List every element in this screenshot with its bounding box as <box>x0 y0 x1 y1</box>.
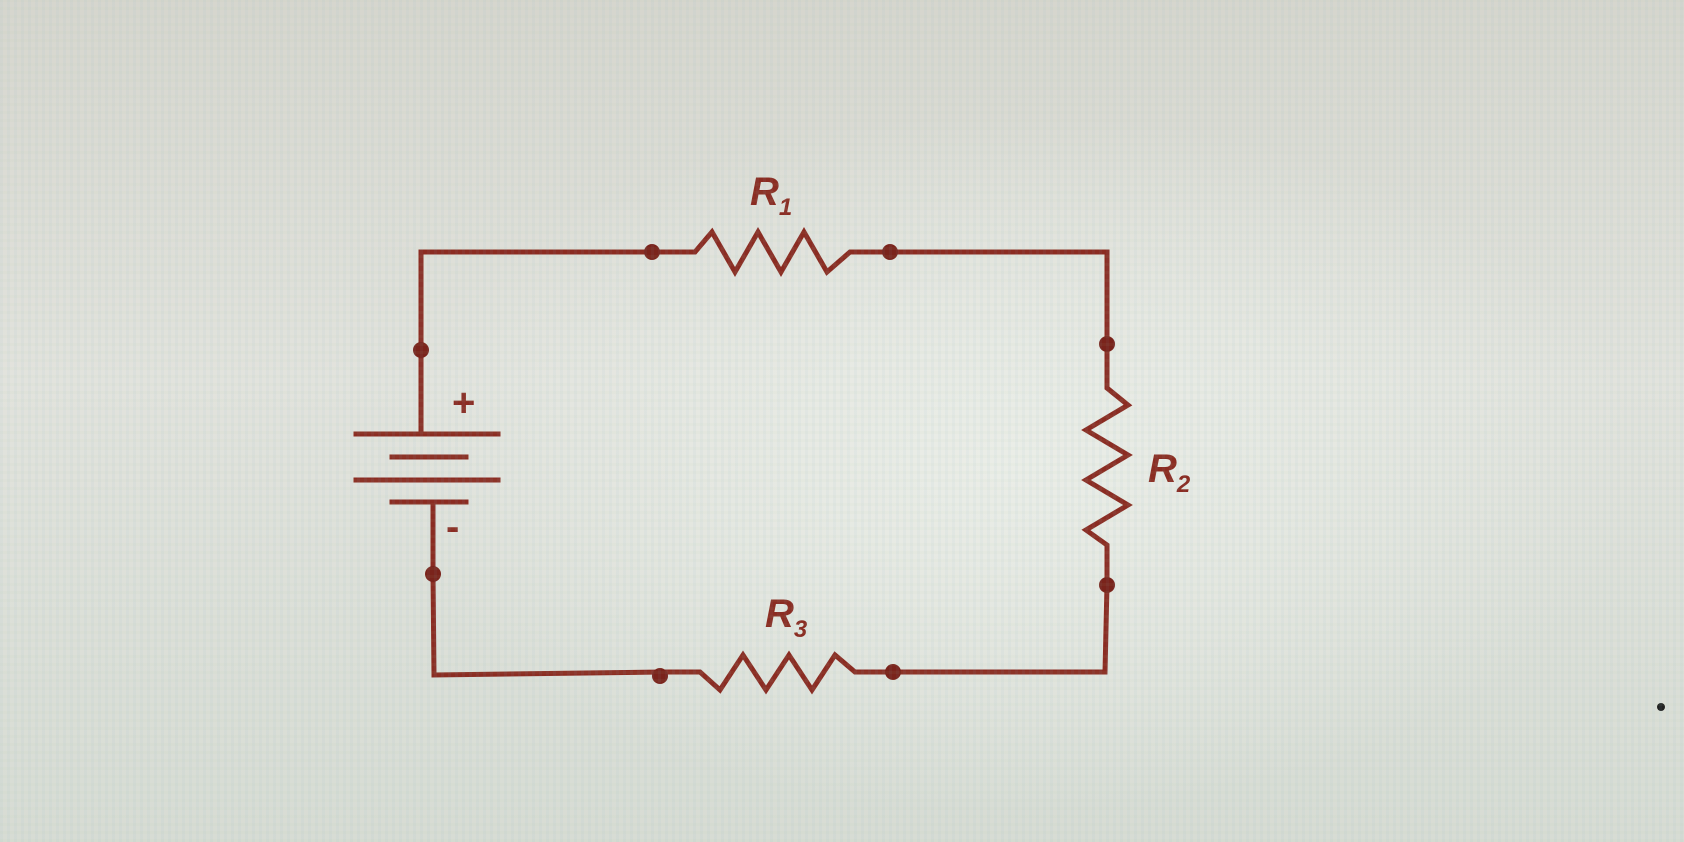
top-branch: R1 <box>418 170 1110 353</box>
resistor-r3-name: R <box>765 592 794 636</box>
top-wire-right <box>887 249 1110 348</box>
node-top-right <box>882 244 898 260</box>
junction-nodes <box>413 244 1115 684</box>
node-left-bottom <box>425 566 441 582</box>
stray-dot <box>1657 703 1665 711</box>
battery-positive-label: + <box>452 381 475 425</box>
bottom-branch: R3 <box>430 572 896 695</box>
resistor-r3-subscript: 3 <box>794 616 808 643</box>
resistor-r1-label: R1 <box>750 170 792 221</box>
top-wire-left <box>418 249 653 353</box>
node-right-bottom <box>1099 577 1115 593</box>
resistor-r1-name: R <box>750 170 779 214</box>
node-right-top <box>1099 336 1115 352</box>
resistor-r2-subscript: 2 <box>1176 471 1191 498</box>
node-bottom-left <box>652 668 668 684</box>
resistor-r3-label: R3 <box>765 592 808 643</box>
resistor-r2-label: R2 <box>1148 447 1191 498</box>
right-branch: R2 <box>890 342 1191 675</box>
resistor-r2-name: R <box>1148 447 1177 491</box>
resistor-r1 <box>647 226 893 278</box>
right-wire-bottom <box>890 582 1110 675</box>
resistor-r1-subscript: 1 <box>779 194 792 221</box>
node-left-top <box>413 342 429 358</box>
battery-negative-label: - <box>446 505 459 549</box>
node-bottom-right <box>885 664 901 680</box>
resistor-r2 <box>1081 342 1133 588</box>
resistor-r3 <box>657 650 896 695</box>
node-top-left <box>644 244 660 260</box>
bottom-wire-left <box>430 572 663 678</box>
battery: + - <box>353 347 501 578</box>
